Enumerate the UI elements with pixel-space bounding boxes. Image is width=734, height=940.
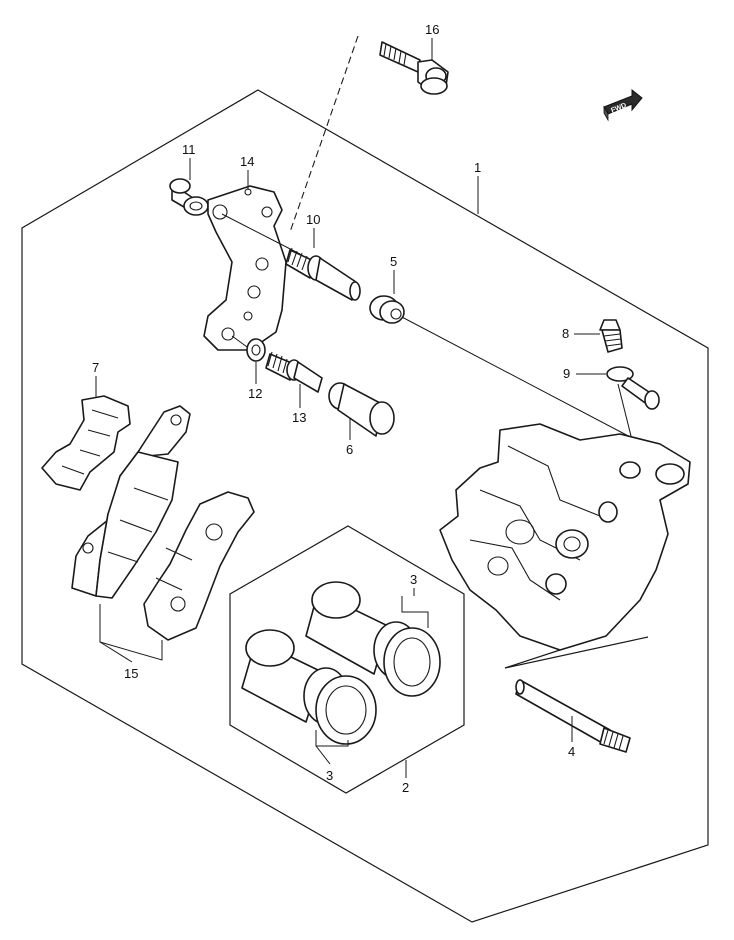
pad-15-bracket: [99, 604, 163, 661]
pin-13: [265, 351, 323, 393]
caliper-subframe: [504, 636, 649, 669]
sleeve-11: [169, 178, 209, 216]
callout-8: 8: [562, 326, 569, 341]
callout-1: 1: [474, 160, 481, 175]
seal-3b-bracket: [315, 730, 349, 747]
bolt-16-dash-line: [289, 35, 359, 233]
callout-7: 7: [92, 360, 99, 375]
axis-line-5-to-body: [399, 315, 637, 441]
caliper-body-1: [439, 423, 691, 651]
callout-12: 12: [248, 386, 262, 401]
washer-12: [246, 338, 266, 362]
callout-16: 16: [425, 22, 439, 37]
boot-5: [369, 295, 405, 324]
bolt-16: [379, 41, 449, 95]
callout-15: 15: [124, 666, 138, 681]
pin-10: [285, 247, 361, 301]
callout-3-upper: 3: [410, 572, 417, 587]
seal-3a-bracket: [401, 596, 429, 628]
brake-pad-15a: [71, 405, 191, 599]
callout-6: 6: [346, 442, 353, 457]
assembly-frame: [21, 89, 709, 923]
callout-11: 11: [182, 142, 196, 157]
callout-14: 14: [240, 154, 254, 169]
piston-a: [305, 581, 389, 675]
callout-leaders: [95, 38, 606, 778]
fwd-arrow-icon: FWD: [603, 88, 643, 122]
bracket-14: [203, 185, 287, 351]
callout-13: 13: [292, 410, 306, 425]
callout-10: 10: [306, 212, 320, 227]
bleeder-screw-8: [599, 319, 623, 353]
seal-3b: [303, 667, 377, 745]
pad-spring-7: [41, 395, 131, 491]
piston-b: [241, 629, 323, 723]
brake-pad-15b: [143, 491, 255, 641]
piston-kit-frame: [229, 525, 465, 794]
callout-5: 5: [390, 254, 397, 269]
cap-9: [606, 366, 660, 441]
callout-9: 9: [563, 366, 570, 381]
pin-4: [515, 679, 631, 753]
seal-3a: [373, 621, 441, 697]
pin-10-axis-line: [221, 213, 301, 255]
callout-2: 2: [402, 780, 409, 795]
callout-4: 4: [568, 744, 575, 759]
callout-3-lower: 3: [326, 768, 333, 783]
boot-6: [328, 382, 395, 437]
